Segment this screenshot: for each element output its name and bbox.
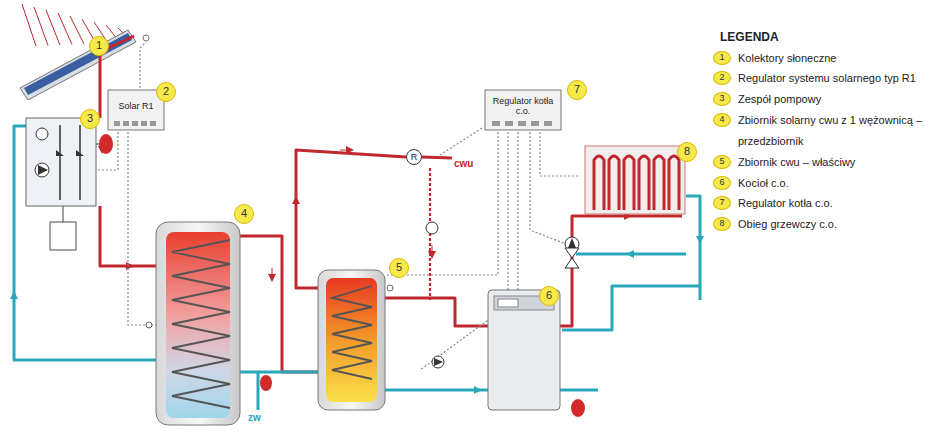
legend-heading: LEGENDA (720, 30, 779, 44)
controller-button (544, 121, 552, 126)
heat-coil (172, 240, 230, 408)
dhw-tank (318, 270, 393, 410)
legend-number: 6 (713, 176, 731, 190)
radiator-loop (594, 156, 604, 210)
sun-ray (58, 13, 72, 45)
radiator-loop (609, 156, 619, 210)
sun-ray (22, 4, 36, 46)
legend-text: Regulator kotła c.o. (738, 197, 833, 209)
legend-text: Zespół pompowy (738, 93, 821, 105)
pipe-label: cwu (454, 158, 473, 169)
controller-button (531, 121, 539, 126)
sun-ray (34, 7, 48, 46)
mixing-valve-circle: R (406, 149, 422, 165)
radiator-loop (669, 156, 679, 210)
callout-number: 8 (677, 142, 697, 162)
legend-number: 2 (713, 71, 731, 85)
legend-text: Zbiornik cwu – właściwy (738, 156, 855, 168)
legend-text: Regulator systemu solarnego typ R1 (738, 72, 916, 84)
radiator-loop (624, 156, 634, 210)
callout-number: 1 (89, 36, 109, 56)
radiator (585, 146, 685, 214)
legend-number: 1 (713, 51, 731, 65)
legend-number: 8 (713, 217, 731, 231)
controller-button (132, 121, 138, 126)
sun-ray (46, 10, 60, 45)
controller-button (492, 121, 500, 126)
legend-number: 5 (713, 155, 731, 169)
boiler (488, 290, 560, 410)
node-text: Regulator kotła c.o. (487, 96, 559, 117)
callout-number: 4 (234, 204, 254, 224)
callout-number: 2 (156, 82, 176, 102)
controller-button (141, 121, 147, 126)
controller-button (518, 121, 526, 126)
legend-text: Kolektory słoneczne (738, 52, 836, 64)
callout-number: 6 (539, 286, 559, 306)
legend-number: 3 (713, 92, 731, 106)
heat-coil (332, 286, 372, 379)
legend-number: 4 (713, 113, 731, 127)
controller-button (123, 121, 129, 126)
callout-number: 3 (80, 109, 100, 129)
node-text: R (411, 152, 418, 162)
solar-tank (146, 222, 272, 425)
node-text: Solar R1 (118, 101, 153, 111)
controller-box: Regulator kotła c.o. (487, 92, 559, 120)
legend-number: 7 (713, 196, 731, 210)
radiator-loop (654, 156, 664, 210)
callout-number: 5 (389, 258, 409, 278)
legend-text: Obieg grzewczy c.o. (738, 218, 837, 230)
controller-button (150, 121, 156, 126)
controller-button (505, 121, 513, 126)
pump-group (26, 118, 113, 250)
legend-text: Zbiornik solarny cwu z 1 wężownicą – prz… (738, 110, 930, 152)
controller-box: Solar R1 (110, 92, 162, 120)
controller-button (114, 121, 120, 126)
legend-text: Kocioł c.o. (738, 177, 789, 189)
sun-ray (70, 16, 84, 44)
radiator-loop (639, 156, 649, 210)
pipe-label: zw (248, 412, 261, 423)
callout-number: 7 (567, 80, 587, 100)
